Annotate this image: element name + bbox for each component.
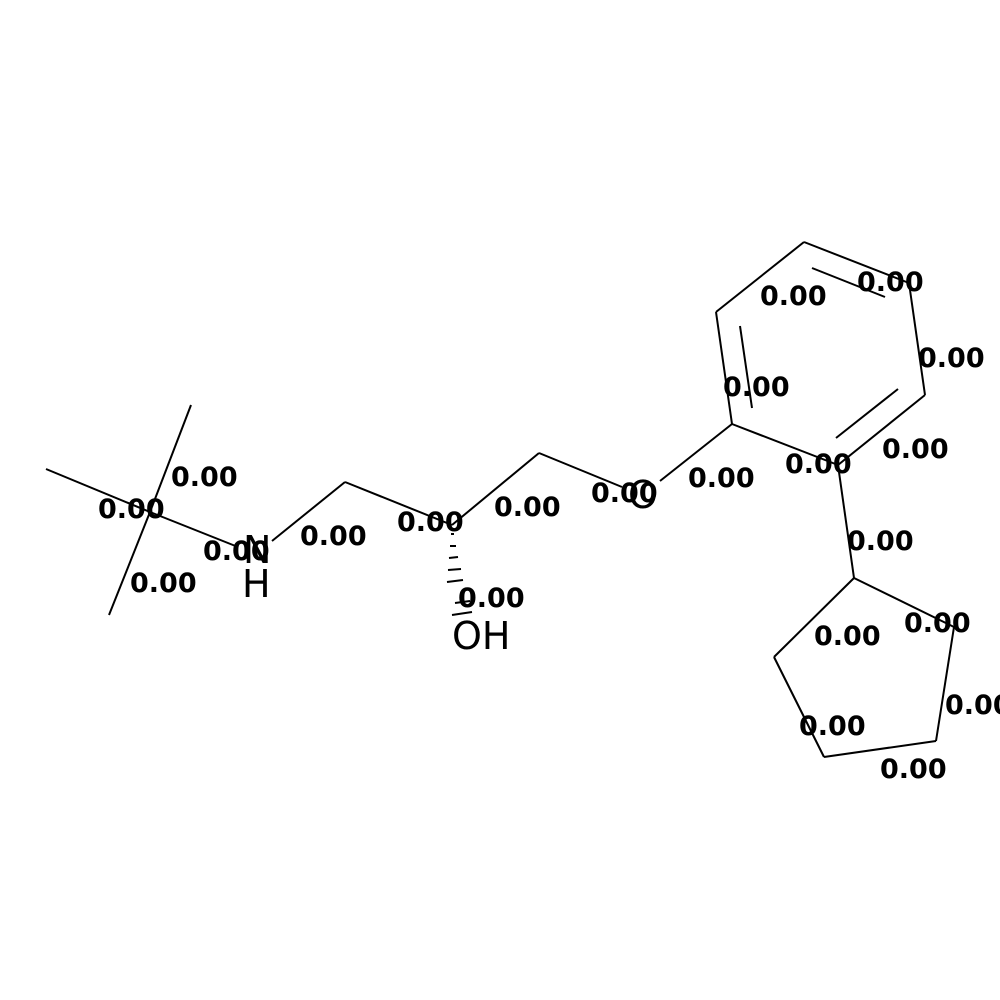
bond-n-ch2 xyxy=(271,481,346,542)
bond-ch2-choh xyxy=(344,481,453,526)
value-label: 0.00 xyxy=(857,267,924,298)
value-label: 0.00 xyxy=(799,711,866,742)
hashed-wedge-bond xyxy=(446,533,473,616)
atom-labels: N H O OH xyxy=(242,473,658,658)
value-label: 0.00 xyxy=(130,568,197,599)
hydroxyl-label: OH xyxy=(452,614,510,658)
value-label: 0.00 xyxy=(688,463,755,494)
value-label: 0.00 xyxy=(760,281,827,312)
bond-ring-5 xyxy=(837,394,926,466)
bond-o-aryl xyxy=(659,423,733,482)
value-label: 0.00 xyxy=(300,521,367,552)
value-label: 0.00 xyxy=(203,536,270,567)
value-label: 0.00 xyxy=(918,343,985,374)
value-label: 0.00 xyxy=(723,372,790,403)
bond-methyl-3 xyxy=(108,511,151,616)
atom-value-labels: 0.00 0.00 0.00 0.00 0.00 0.00 0.00 0.00 … xyxy=(98,267,1000,785)
value-label: 0.00 xyxy=(882,434,949,465)
bond-choh-ch2 xyxy=(451,452,540,526)
value-label: 0.00 xyxy=(904,608,971,639)
bond-cp-4 xyxy=(773,656,825,758)
value-label: 0.00 xyxy=(591,478,658,509)
bond-methyl-2 xyxy=(149,404,192,513)
value-label: 0.00 xyxy=(397,507,464,538)
bond-quaternary-c-n xyxy=(149,511,239,548)
bond-ring-4 xyxy=(908,282,926,396)
value-label: 0.00 xyxy=(458,583,525,614)
bond-ring-3 xyxy=(803,241,910,284)
bond-cp-2 xyxy=(935,626,955,742)
nitrogen-hydrogen-label: H xyxy=(242,562,271,606)
value-label: 0.00 xyxy=(494,492,561,523)
value-label: 0.00 xyxy=(171,462,238,493)
bonds xyxy=(45,241,955,758)
bond-cp-5 xyxy=(773,577,855,658)
value-label: 0.00 xyxy=(847,526,914,557)
bond-cp-3 xyxy=(823,740,937,758)
bond-ring-2 xyxy=(715,241,805,313)
bond-ch2-o xyxy=(538,452,623,488)
value-label: 0.00 xyxy=(98,494,165,525)
ether-oxygen-label: O xyxy=(628,473,658,517)
value-label: 0.00 xyxy=(814,621,881,652)
bond-ring-6 xyxy=(731,423,839,466)
value-label: 0.00 xyxy=(880,754,947,785)
bond-aryl-cyclopentyl xyxy=(837,464,855,579)
bond-cp-1 xyxy=(853,577,955,628)
bond-ring-5-inner xyxy=(835,388,899,439)
bond-ring-1 xyxy=(715,311,733,425)
nitrogen-atom-label: N xyxy=(243,528,271,572)
bond-methyl-1 xyxy=(45,468,151,513)
value-label: 0.00 xyxy=(785,449,852,480)
bond-ring-3-inner xyxy=(811,267,886,298)
value-label: 0.00 xyxy=(945,690,1000,721)
bond-ring-1-inner xyxy=(739,325,753,409)
